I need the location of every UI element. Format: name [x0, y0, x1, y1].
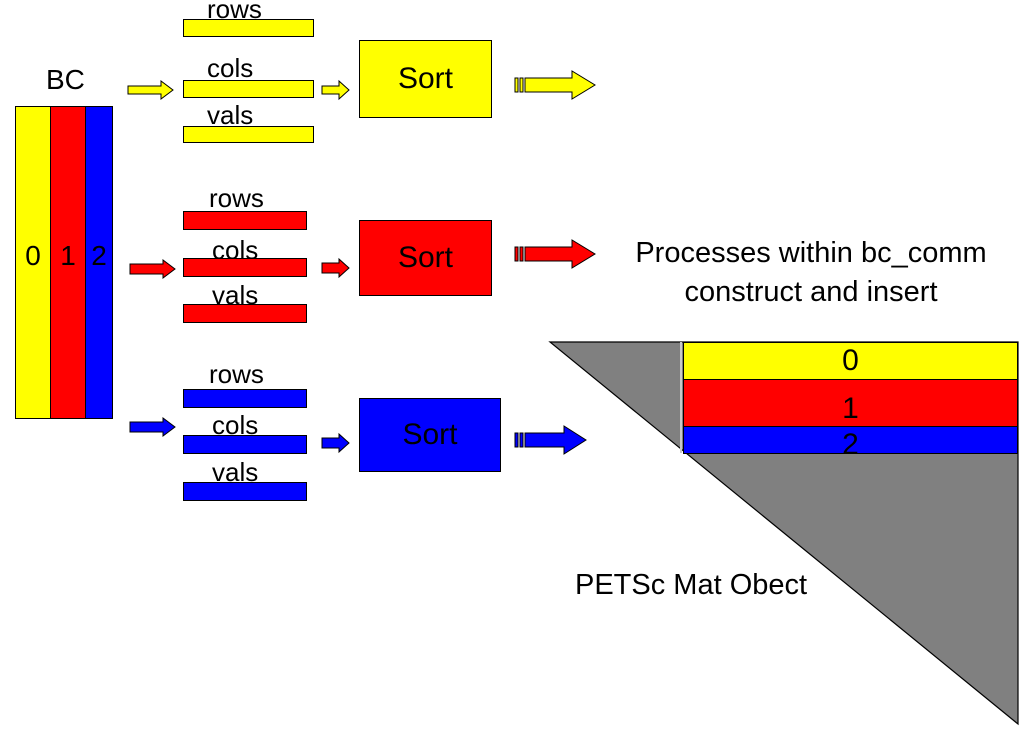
blue-rows-bar: [183, 389, 307, 408]
red-rows-label: rows: [209, 183, 264, 213]
caption-line-1: Processes within bc_comm: [635, 237, 987, 269]
matrix-stripe-0-label: 0: [842, 344, 859, 377]
caption-line-2: construct and insert: [684, 276, 938, 309]
red-cols-bar: [183, 258, 307, 277]
yellow-sort-label: Sort: [397, 62, 454, 95]
red-sort-label: Sort: [397, 241, 454, 274]
yellow-rows-label: rows: [207, 0, 262, 24]
blue-cols-label: cols: [212, 410, 259, 440]
matrix-stripe-2-label: 2: [842, 428, 859, 461]
yellow-output-arrow: [514, 70, 596, 100]
blue-sort-box: Sort: [359, 398, 501, 472]
red-sort-box: Sort: [359, 220, 492, 296]
bc-title: BC: [46, 64, 85, 95]
blue-rows-label: rows: [209, 359, 264, 389]
red-to-sort-arrow: [321, 257, 350, 279]
yellow-vals-label: vals: [207, 100, 254, 130]
matrix-stripe-1-label: 1: [842, 392, 859, 425]
blue-cols-bar: [183, 435, 307, 454]
bc-column-2-label: 2: [91, 239, 107, 271]
blue-to-sort-arrow: [321, 432, 350, 454]
red-rows-bar: [183, 211, 307, 230]
blue-vals-bar: [183, 482, 307, 501]
bc-column-1-label: 1: [60, 239, 76, 271]
blue-output-arrow: [514, 425, 587, 455]
yellow-rows-bar: [183, 19, 314, 37]
bc-column-0: 0: [15, 106, 51, 419]
matrix-label: PETSc Mat Obect: [575, 569, 808, 601]
matrix-stripe-2: 2: [683, 426, 1018, 461]
yellow-sort-box: Sort: [359, 40, 492, 118]
blue-sort-label: Sort: [402, 418, 458, 451]
red-vals-bar: [183, 304, 307, 323]
yellow-input-arrow: [127, 80, 174, 100]
yellow-vals-bar: [183, 126, 314, 143]
caption: Processes within bc_comm construct and i…: [606, 234, 1016, 312]
blue-input-arrow: [129, 417, 176, 437]
yellow-to-sort-arrow: [321, 79, 350, 101]
bc-column-0-label: 0: [25, 239, 41, 271]
red-output-arrow: [514, 239, 596, 269]
red-vals-label: vals: [212, 280, 259, 310]
matrix-stripe-0: 0: [683, 342, 1018, 380]
yellow-cols-label: cols: [207, 53, 254, 83]
yellow-cols-bar: [183, 80, 314, 98]
blue-vals-label: vals: [212, 457, 259, 487]
matrix-stripe-1: 1: [683, 379, 1018, 427]
bc-column-2: 2: [85, 106, 113, 419]
red-input-arrow: [129, 259, 176, 279]
